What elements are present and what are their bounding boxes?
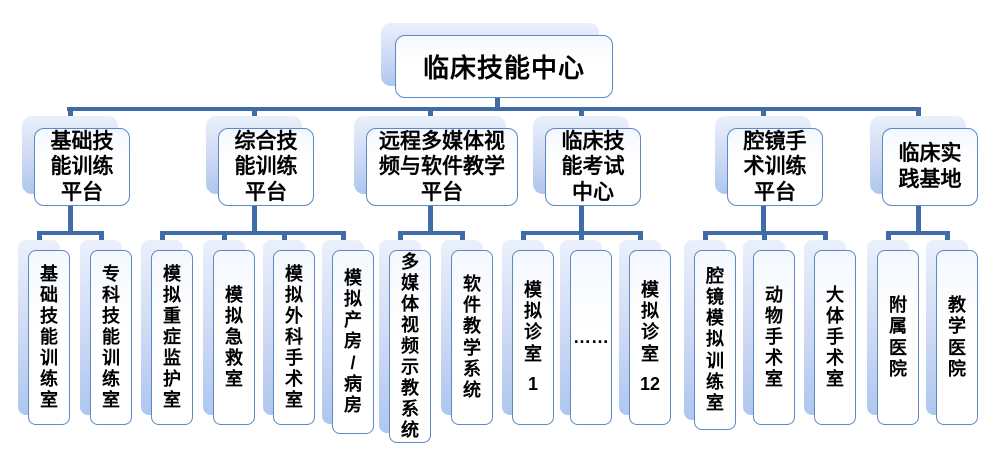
node-box: 临床技能中心: [395, 35, 613, 98]
node-comprehensive-skills-training-platform: 综合技能训练平台: [206, 116, 314, 206]
connector-line: [761, 198, 766, 235]
node-label: 大体手术室: [814, 250, 856, 425]
node-label: 腔镜手术训练平台: [743, 129, 807, 204]
node-multimedia-video-demo-system: 多媒体视频示教系统: [379, 240, 431, 443]
node-software-teaching-system: 软件教学系统: [441, 240, 493, 425]
node-label: 多媒体视频示教系统: [389, 250, 431, 443]
node-box: 临床实践基地: [882, 128, 978, 206]
node-label: 模拟急救室: [213, 250, 255, 425]
node-simulated-icu: 模拟重症监护室: [141, 240, 193, 425]
node-simulated-surgery-room: 模拟外科手术室: [263, 240, 315, 425]
node-basic-skills-training-room: 基础技能训练室: [18, 240, 70, 425]
connector-line: [495, 88, 500, 111]
connector-line: [67, 107, 921, 111]
node-clinical-skills-center: 临床技能中心: [381, 23, 613, 98]
node-basic-skills-training-platform: 基础技能训练平台: [22, 116, 130, 206]
connector-line: [428, 198, 433, 235]
node-animal-operating-room: 动物手术室: [743, 240, 795, 425]
node-label: ……: [570, 250, 612, 425]
node-label: 临床技能考试中心: [561, 129, 625, 204]
node-box: 腔镜手术训练平台: [727, 128, 823, 206]
node-label: 基础技能训练室: [28, 250, 70, 425]
node-endoscopy-simulation-training-room: 腔镜模拟训练室: [684, 240, 736, 430]
node-label: 模拟产房/病房: [332, 250, 374, 434]
connector-line: [252, 198, 257, 235]
connector-line: [886, 231, 950, 235]
connector-line: [68, 198, 73, 235]
node-label: 模拟重症监护室: [151, 250, 193, 425]
node-label: 腔镜模拟训练室: [694, 250, 736, 430]
node-box: 远程多媒体视频与软件教学平台: [366, 128, 518, 206]
node-box: 临床技能考试中心: [545, 128, 641, 206]
connector-line: [160, 231, 346, 235]
node-label: 远程多媒体视频与软件教学平台: [379, 129, 505, 204]
node-label: 临床实践基地: [898, 142, 962, 191]
node-specialty-skills-training-room: 专科技能训练室: [80, 240, 132, 425]
node-label: 临床技能中心: [422, 53, 585, 83]
node-label: 专科技能训练室: [90, 250, 132, 425]
node-label: 软件教学系统: [451, 250, 493, 425]
node-box: 基础技能训练平台: [34, 128, 130, 206]
connector-line: [398, 231, 465, 235]
node-label: 模拟外科手术室: [273, 250, 315, 425]
node-label: 基础技能训练平台: [50, 129, 114, 204]
node-label: 动物手术室: [753, 250, 795, 425]
node-endoscopic-surgery-training-platform: 腔镜手术训练平台: [715, 116, 823, 206]
node-box: 综合技能训练平台: [218, 128, 314, 206]
node-remote-multimedia-software-teaching-platform: 远程多媒体视频与软件教学平台: [354, 116, 518, 206]
node-clinical-practice-base: 临床实践基地: [870, 116, 978, 206]
connector-line: [579, 198, 584, 235]
node-cadaver-operating-room: 大体手术室: [804, 240, 856, 425]
node-simulated-delivery-ward: 模拟产房/病房: [322, 240, 374, 434]
connector-line: [37, 231, 104, 235]
node-label: 教学医院: [936, 250, 978, 425]
node-label: 综合技能训练平台: [234, 129, 298, 204]
node-label: 附属医院: [877, 250, 919, 425]
node-teaching-hospital: 教学医院: [926, 240, 978, 425]
node-ellipsis: ……: [560, 240, 612, 425]
connector-line: [916, 198, 921, 235]
node-clinical-skills-exam-center: 临床技能考试中心: [533, 116, 641, 206]
node-affiliated-hospital: 附属医院: [867, 240, 919, 425]
node-simulated-emergency-room: 模拟急救室: [203, 240, 255, 425]
